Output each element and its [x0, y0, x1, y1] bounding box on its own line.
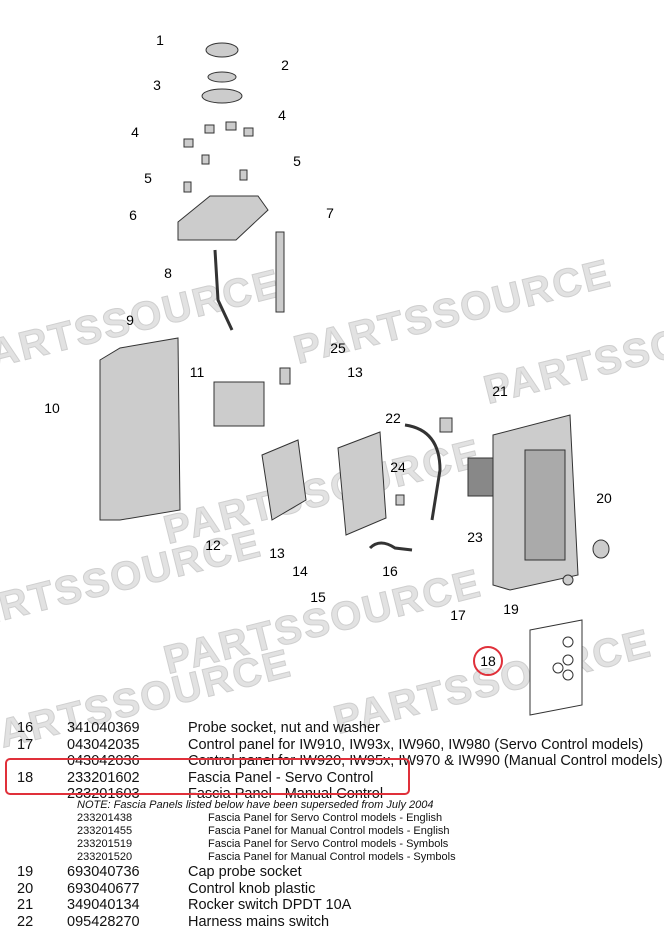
- callout-7: 7: [326, 205, 334, 221]
- part-16: [368, 541, 413, 552]
- part-2: [207, 71, 237, 83]
- cell-desc: Rocker switch DPDT 10A: [188, 897, 352, 913]
- cell-part: 693040736: [67, 864, 140, 880]
- callout-14: 14: [292, 563, 308, 579]
- part-6: [177, 195, 269, 241]
- part-24: [395, 494, 405, 506]
- cell-item: 16: [17, 720, 34, 736]
- cell-part: 043042036: [67, 753, 140, 769]
- callout-4: 4: [131, 124, 139, 140]
- cell-desc: Harness mains switch: [188, 913, 330, 930]
- cell-desc: Fascia Panel for Servo Control models - …: [208, 812, 443, 824]
- callout-18: 18: [480, 653, 496, 669]
- callout-4: 4: [278, 107, 286, 123]
- callout-12: 12: [205, 537, 221, 553]
- cell-desc: Probe socket, nut and washer: [188, 720, 380, 736]
- cell-item: 20: [17, 880, 34, 897]
- cell-part: 233201455: [77, 825, 133, 837]
- cell-part: 043042035: [67, 736, 140, 753]
- part-5: [183, 181, 192, 193]
- cell-item: 21: [17, 897, 34, 913]
- part-14: [337, 431, 387, 536]
- cell-part: 095428270: [67, 913, 140, 930]
- callout-25: 25: [330, 340, 346, 356]
- part-19: [562, 574, 574, 586]
- cell-part: 693040677: [67, 880, 140, 897]
- part-12: [261, 439, 307, 521]
- callout-8: 8: [164, 265, 172, 281]
- cell-part: 233201519: [77, 838, 133, 850]
- cell-desc: Cap probe socket: [188, 864, 302, 880]
- cell-desc: Control panel for IW910, IW93x, IW960, I…: [188, 736, 644, 753]
- callout-13: 13: [269, 545, 285, 561]
- callout-5: 5: [293, 153, 301, 169]
- part-11: [213, 381, 265, 427]
- cell-part: 233201438: [77, 812, 133, 824]
- callout-1: 1: [156, 32, 164, 48]
- cell-part: 233201520: [77, 851, 133, 863]
- callout-23: 23: [467, 529, 483, 545]
- callout-2: 2: [281, 57, 289, 73]
- part-21: [439, 417, 453, 433]
- part-4: [183, 138, 194, 148]
- callout-5: 5: [144, 170, 152, 186]
- supersede-note: NOTE: Fascia Panels listed below have be…: [77, 799, 434, 811]
- cell-desc: Fascia Panel for Servo Control models - …: [208, 838, 449, 850]
- part-22: [404, 423, 442, 521]
- part-3: [201, 88, 243, 104]
- part-8: [213, 249, 234, 331]
- callout-11: 11: [190, 364, 205, 380]
- callout-3: 3: [153, 77, 161, 93]
- cell-part: 341040369: [67, 720, 140, 736]
- part-7: [275, 231, 285, 313]
- callout-9: 9: [126, 312, 134, 328]
- callout-13: 13: [347, 364, 363, 380]
- highlight-box: [5, 758, 410, 795]
- callout-15: 15: [310, 589, 326, 605]
- highlight-circle: [473, 646, 503, 676]
- callout-10: 10: [44, 400, 60, 416]
- cell-desc: Control knob plastic: [188, 880, 316, 897]
- cell-item: 17: [17, 736, 34, 753]
- part-1: [205, 42, 239, 58]
- callout-6: 6: [129, 207, 137, 223]
- cell-item: 19: [17, 864, 34, 880]
- callout-21: 21: [492, 383, 508, 399]
- callout-20: 20: [596, 490, 612, 506]
- callout-24: 24: [390, 459, 406, 475]
- callout-19: 19: [503, 601, 519, 617]
- cell-part: 349040134: [67, 897, 140, 913]
- part-25: [279, 367, 291, 385]
- cell-desc: Fascia Panel for Manual Control models -…: [208, 851, 456, 863]
- cell-desc: Fascia Panel for Manual Control models -…: [208, 825, 450, 837]
- cell-part: 233201602: [67, 769, 140, 786]
- cell-desc: Control panel for IW920, IW95x, IW970 & …: [188, 753, 663, 769]
- part-20: [592, 539, 610, 559]
- callout-22: 22: [385, 410, 401, 426]
- cell-item: 22: [17, 913, 34, 930]
- callout-17: 17: [450, 607, 466, 623]
- part-10: [99, 337, 181, 521]
- cell-desc: Fascia Panel - Servo Control: [188, 769, 374, 786]
- cell-item: 18: [17, 769, 34, 786]
- callout-16: 16: [382, 563, 398, 579]
